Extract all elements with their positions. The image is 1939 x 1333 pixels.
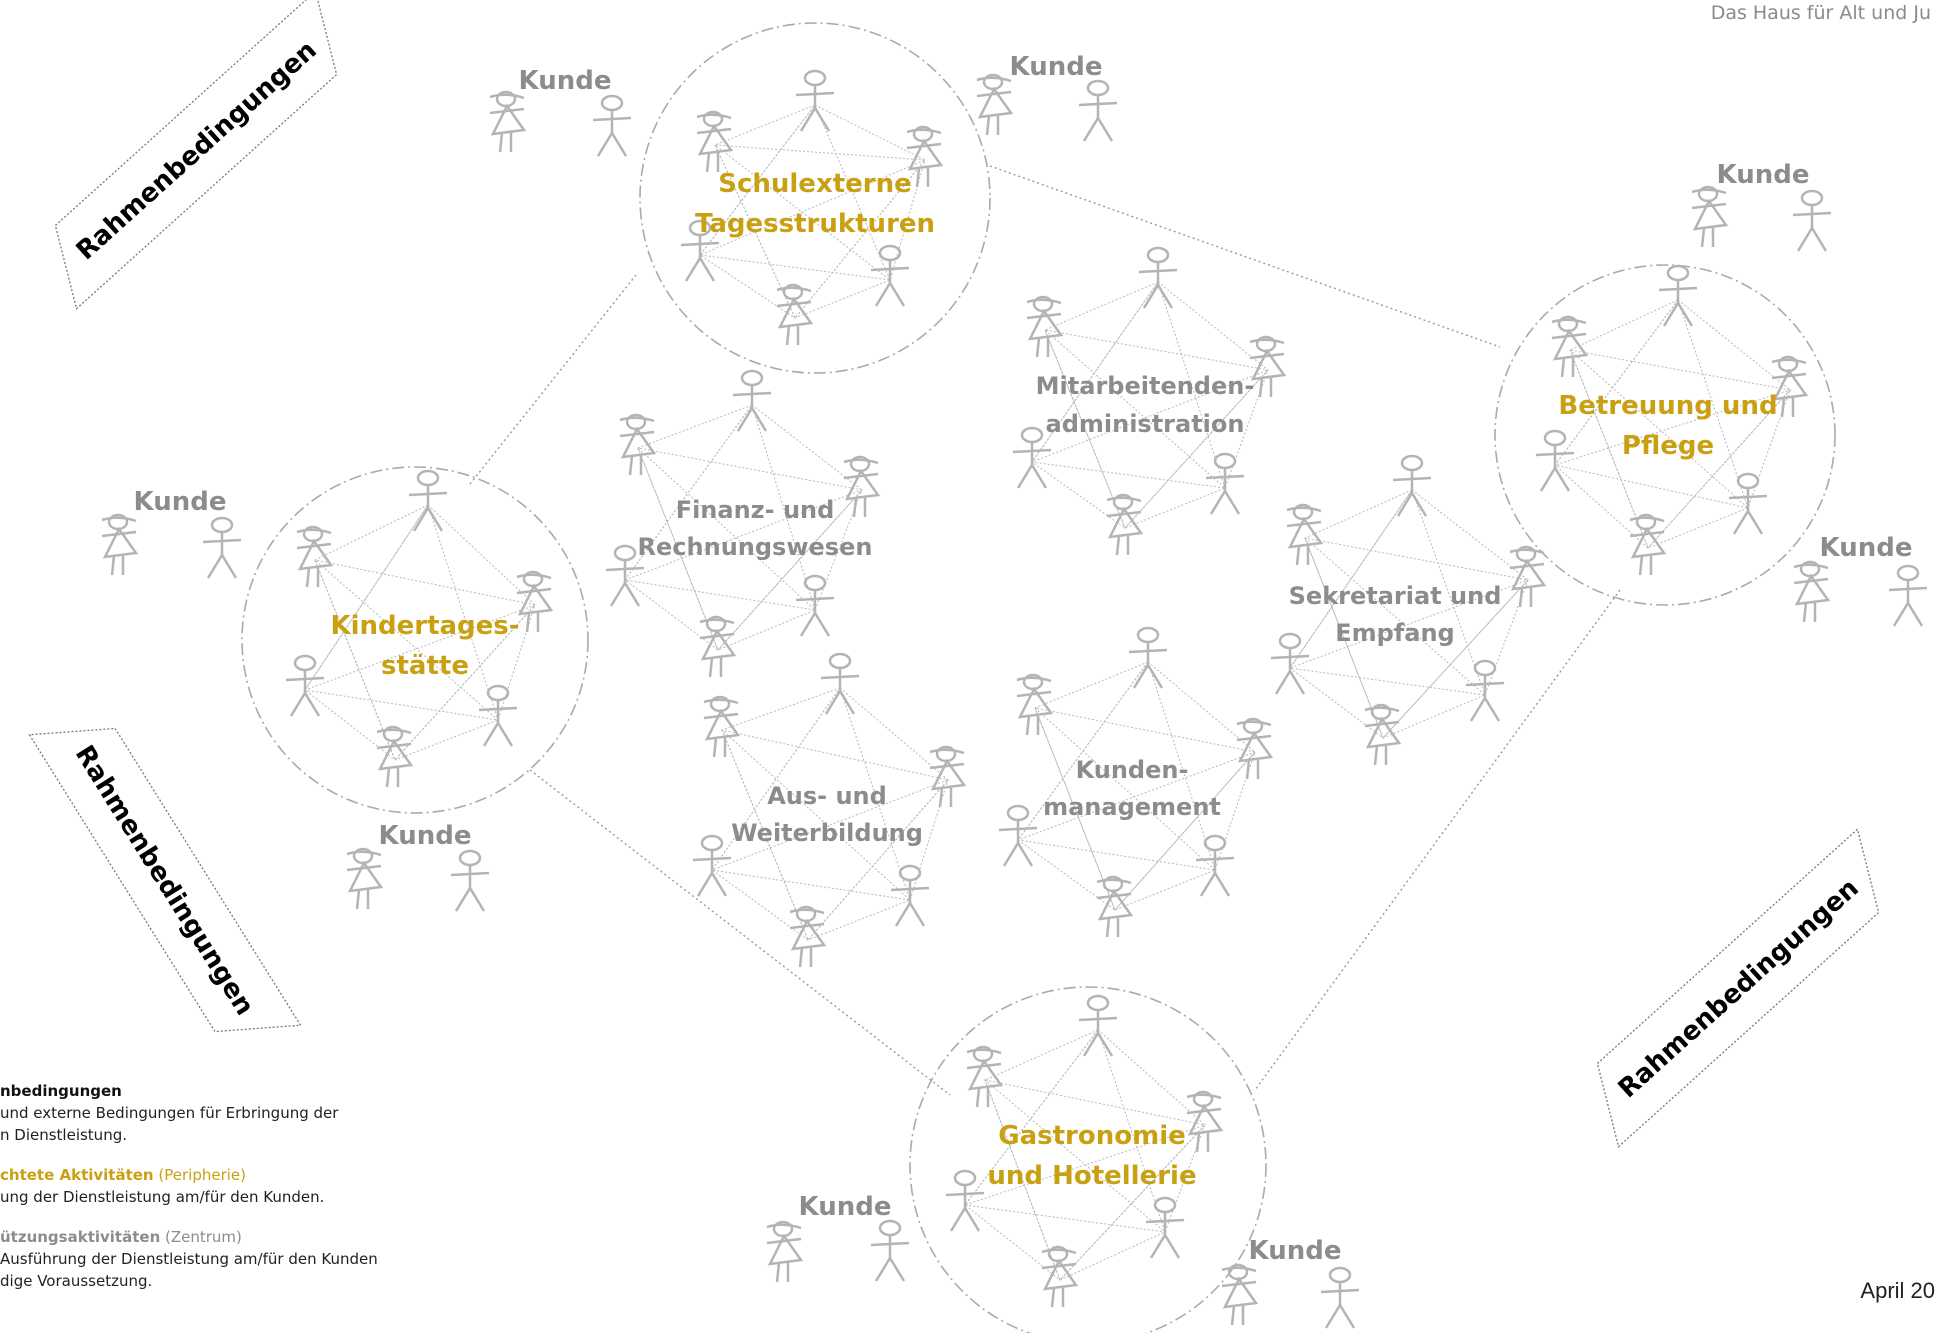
- core-label-kita-line1: Kindertages-: [330, 611, 519, 641]
- support-activity-kundenmgmt: Kunden- management: [997, 626, 1273, 939]
- kunde-group-3: Kunde: [1690, 160, 1833, 253]
- legend-zentrum-line2: dige Voraussetzung.: [0, 1272, 153, 1290]
- core-label-gastro-line2: und Hotellerie: [987, 1161, 1196, 1191]
- legend-item-rahmen: nbedingungen und externe Bedingungen für…: [0, 1080, 440, 1146]
- kunde-group-4: Kunde: [100, 487, 243, 580]
- core-label-betreuung-line1: Betreuung und: [1558, 391, 1777, 421]
- kunde-label: Kunde: [379, 821, 472, 851]
- link-schule-betreuung: [989, 165, 1501, 348]
- connection-lines: [469, 165, 1621, 1096]
- core-activity-gastro: Gastronomie und Hotellerie: [909, 986, 1267, 1333]
- legend-zentrum-line1: Ausführung der Dienstleistung am/für den…: [0, 1250, 378, 1268]
- support-label-sekretariat-line1: Sekretariat und: [1289, 582, 1502, 610]
- core-label-kita-line2: stätte: [381, 651, 469, 681]
- kunde-label: Kunde: [1717, 160, 1810, 190]
- legend-item-peripherie: chtete Aktivitäten (Peripherie) ung der …: [0, 1164, 440, 1208]
- legend-rahmen-line2: n Dienstleistung.: [0, 1126, 127, 1144]
- legend-rahmen-line1: und externe Bedingungen für Erbringung d…: [0, 1104, 339, 1122]
- legend-item-zentrum: ützungsaktivitäten (Zentrum) Ausführung …: [0, 1226, 440, 1292]
- legend-peripherie-title: chtete Aktivitäten: [0, 1166, 154, 1184]
- legend-rahmen-title: nbedingungen: [0, 1082, 122, 1100]
- core-label-betreuung-line2: Pflege: [1622, 431, 1714, 461]
- support-label-kundenmgmt-line1: Kunden-: [1076, 756, 1189, 784]
- kunde-group-8: Kunde: [1220, 1236, 1361, 1330]
- support-activity-sekretariat: Sekretariat und Empfang: [1269, 454, 1546, 767]
- kunde-group-5: Kunde: [1792, 533, 1929, 628]
- support-activity-ausbildung: Aus- und Weiterbildung: [691, 652, 966, 969]
- frame-rahmen-right: Rahmenbedingungen: [1596, 828, 1880, 1148]
- legend-peripherie-suffix: (Peripherie): [153, 1166, 246, 1184]
- link-betreuung-gastro: [1254, 589, 1621, 1091]
- core-activity-kita: Kindertages- stätte: [241, 466, 589, 814]
- support-label-sekretariat-line2: Empfang: [1335, 619, 1454, 647]
- support-label-kundenmgmt-line2: management: [1043, 793, 1221, 821]
- rahmen-label-left: Rahmenbedingungen: [69, 740, 260, 1020]
- support-activity-finanz: Finanz- und Rechnungswesen: [604, 369, 880, 679]
- kunde-label: Kunde: [1820, 533, 1913, 563]
- rahmen-label-right: Rahmenbedingungen: [1613, 873, 1865, 1104]
- kunde-group-7: Kunde: [765, 1192, 911, 1284]
- legend-zentrum-suffix: (Zentrum): [160, 1228, 242, 1246]
- legend: nbedingungen und externe Bedingungen für…: [0, 1080, 440, 1310]
- support-activity-mitarbeitende: Mitarbeitenden- administration: [1011, 246, 1286, 557]
- support-label-ausbildung-line1: Aus- und: [767, 782, 887, 810]
- kunde-group-1: Kunde: [488, 66, 633, 158]
- core-activity-schule: Schulexterne Tagesstrukturen: [639, 22, 991, 374]
- kunde-label: Kunde: [1010, 52, 1103, 82]
- frame-rahmen-top: Rahmenbedingungen: [54, 0, 338, 310]
- date-text: April 20: [1860, 1278, 1935, 1303]
- legend-peripherie-line1: ung der Dienstleistung am/für den Kunden…: [0, 1188, 325, 1206]
- kunde-label: Kunde: [1249, 1236, 1342, 1266]
- support-label-mitarbeitende-line1: Mitarbeitenden-: [1036, 372, 1255, 400]
- support-label-finanz-line2: Rechnungswesen: [638, 533, 873, 561]
- legend-zentrum-title: ützungsaktivitäten: [0, 1228, 161, 1246]
- frame-rahmen-left: Rahmenbedingungen: [28, 727, 302, 1033]
- core-label-schule-line2: Tagesstrukturen: [695, 209, 935, 239]
- support-label-mitarbeitende-line2: administration: [1046, 410, 1245, 438]
- kunde-group-6: Kunde: [345, 821, 491, 913]
- kunde-label: Kunde: [519, 66, 612, 96]
- link-kita-schule: [469, 274, 637, 485]
- support-label-ausbildung-line2: Weiterbildung: [731, 819, 923, 847]
- kunde-group-2: Kunde: [975, 52, 1119, 143]
- kunde-label: Kunde: [134, 487, 227, 517]
- kunde-label: Kunde: [799, 1192, 892, 1222]
- core-label-gastro-line1: Gastronomie: [998, 1121, 1185, 1151]
- link-kita-gastro: [529, 769, 951, 1096]
- support-label-finanz-line1: Finanz- und: [676, 496, 835, 524]
- core-activity-betreuung: Betreuung und Pflege: [1494, 264, 1836, 606]
- rahmen-label-top: Rahmenbedingungen: [71, 35, 323, 266]
- core-label-schule-line1: Schulexterne: [718, 169, 912, 199]
- brand-text: Das Haus für Alt und Ju: [1710, 2, 1931, 24]
